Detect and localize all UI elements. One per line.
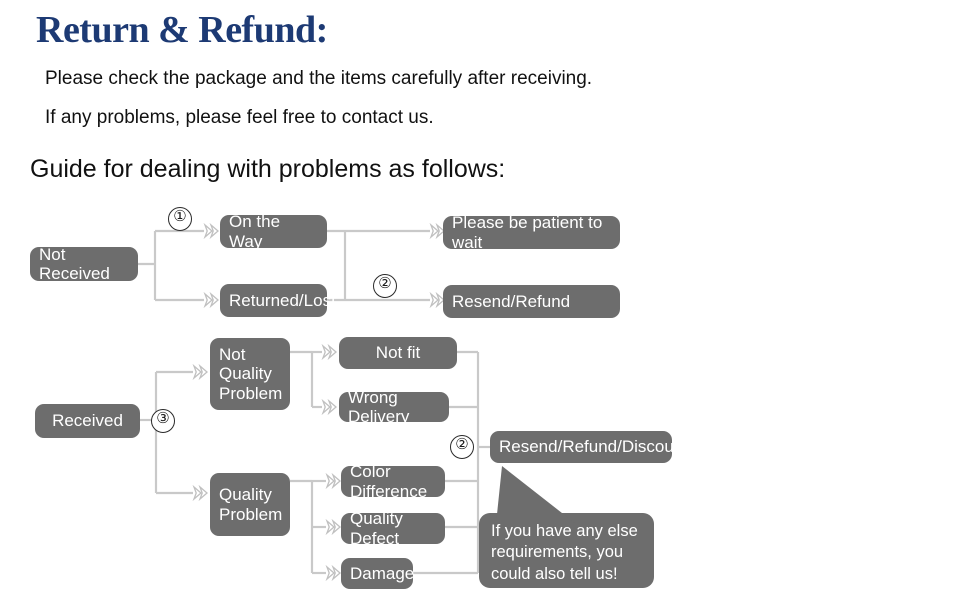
marker-two-bottom: ② [450, 435, 474, 459]
node-not-quality-problem[interactable]: Not Quality Problem [210, 338, 290, 410]
marker-one: ① [168, 207, 192, 231]
node-wrong-delivery[interactable]: Wrong Delivery [339, 388, 449, 426]
node-on-the-way[interactable]: On the Way [220, 212, 327, 251]
marker-two-top: ② [373, 274, 397, 298]
node-damage[interactable]: Damage [341, 558, 414, 589]
callout-bubble: If you have any else requirements, you c… [479, 513, 654, 588]
node-not-fit[interactable]: Not fit [339, 337, 457, 369]
node-color-difference[interactable]: Color Difference [341, 462, 445, 501]
node-quality-defect[interactable]: Quality Defect [341, 509, 445, 548]
callout-tail-icon [496, 466, 576, 524]
intro-line-2: If any problems, please feel free to con… [45, 107, 434, 128]
node-please-be-patient[interactable]: Please be patient to wait [443, 213, 620, 252]
node-not-received[interactable]: Not Received [30, 245, 138, 283]
page-title: Return & Refund: [36, 9, 328, 51]
guide-heading: Guide for dealing with problems as follo… [30, 155, 506, 183]
node-resend-refund[interactable]: Resend/Refund [443, 285, 620, 318]
node-resend-refund-discount[interactable]: Resend/Refund/Discount [490, 431, 688, 463]
intro-line-1: Please check the package and the items c… [45, 68, 593, 89]
node-returned-lost[interactable]: Returned/Lost [220, 284, 336, 317]
node-received[interactable]: Received [35, 404, 140, 438]
marker-three: ③ [151, 409, 175, 433]
node-quality-problem[interactable]: Quality Problem [210, 473, 290, 536]
